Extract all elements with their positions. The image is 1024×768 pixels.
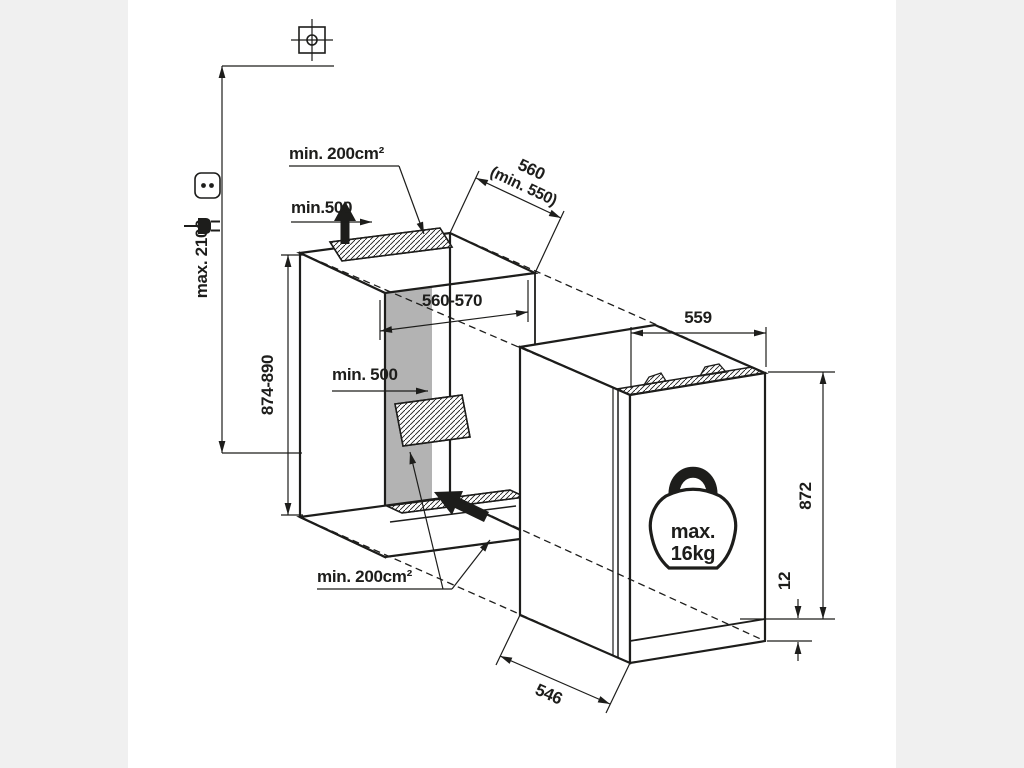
kettlebell-body — [648, 487, 738, 570]
label-top-vent: min. 200cm² — [289, 144, 425, 235]
top-vent-label: min. 200cm² — [289, 144, 385, 163]
dim-appliance-width: 559 — [630, 308, 767, 388]
dim-rear-clearance: min. 500 — [332, 365, 428, 395]
drawing-canvas — [128, 0, 896, 768]
appliance-top-grille — [614, 363, 768, 396]
rear-clearance-label: min. 500 — [332, 365, 398, 384]
appliance-width-label: 559 — [684, 308, 711, 327]
max-weight-badge: max. 16kg — [648, 466, 738, 570]
niche-height-label: 874-890 — [258, 355, 277, 415]
power-plug-icon — [184, 218, 220, 234]
bottom-gap-label: 12 — [775, 572, 794, 590]
dim-top-clearance: min.500 — [291, 198, 372, 226]
niche-width-label: 560-570 — [422, 291, 482, 310]
appliance-chassis-line — [629, 618, 766, 642]
fixing-point-icon — [291, 19, 333, 61]
projection-lines — [299, 232, 766, 664]
max-install-height-label: max. 2100 — [192, 220, 211, 299]
bottom-vent-label: min. 200cm² — [317, 567, 413, 586]
power-socket-icon — [194, 172, 221, 199]
dim-bottom-gap: 12 — [767, 572, 812, 661]
niche-rear-vent — [394, 394, 471, 447]
niche — [296, 201, 539, 559]
top-clearance-label: min.500 — [291, 198, 352, 217]
dim-appliance-height: 872 — [740, 371, 835, 620]
label-bottom-vent: min. 200cm² — [317, 451, 491, 590]
appliance-height-label: 872 — [796, 482, 815, 509]
weight-max-label: max. — [671, 521, 715, 543]
airflow-in-arrow — [434, 491, 489, 522]
kettlebell-handle — [668, 466, 718, 498]
weight-value-label: 16kg — [671, 543, 715, 565]
plinth-edge-line — [389, 505, 517, 523]
dim-niche-width: 560-570 — [379, 280, 529, 340]
niche-top-vent — [328, 227, 454, 262]
dim-niche-height: 874-890 — [258, 254, 303, 516]
appliance: max. 16kg — [516, 323, 769, 665]
